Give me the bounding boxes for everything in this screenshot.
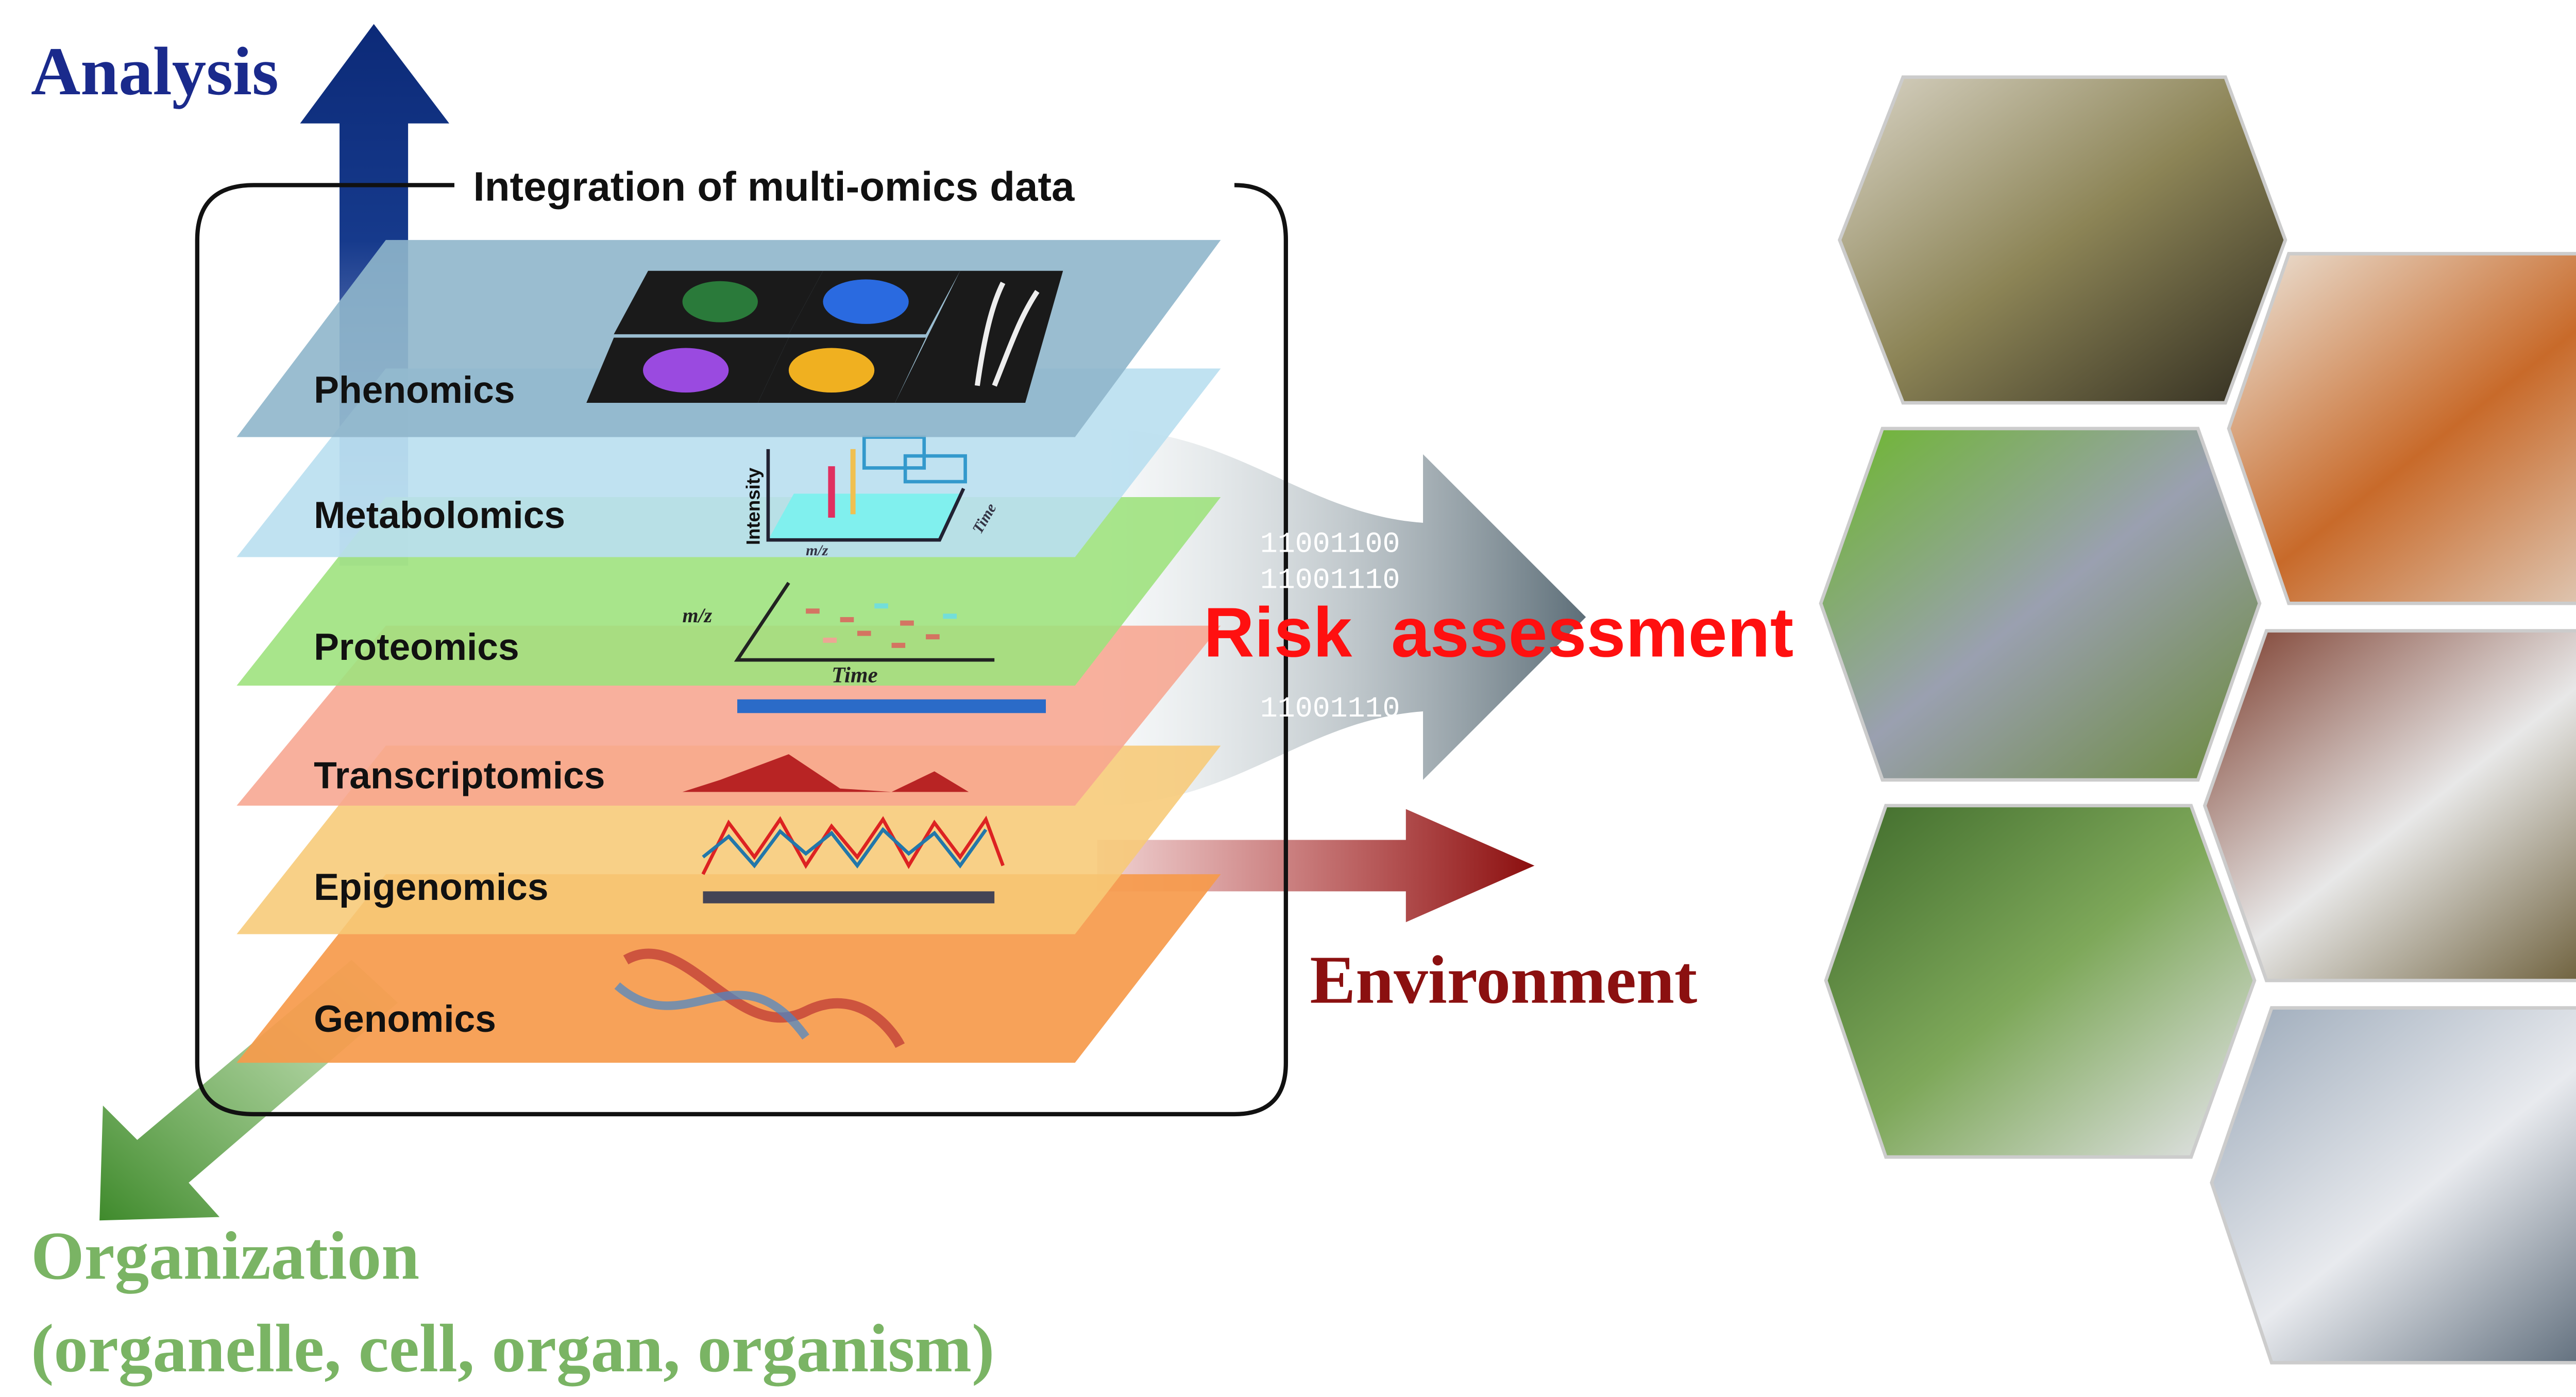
layer-phenomics: Phenomics xyxy=(236,240,1221,437)
gene-model-icon xyxy=(737,699,1046,713)
photo-centipedes xyxy=(2227,252,2576,605)
environment-arrow xyxy=(1097,809,1535,923)
photo-silkworm-larvae-on-moss xyxy=(1819,427,2262,782)
photo-beekeeper xyxy=(2202,629,2576,982)
layer-label: Genomics xyxy=(314,998,496,1040)
coverage-peaks-icon xyxy=(682,754,969,792)
photo-caged-animals xyxy=(2210,1006,2576,1365)
axis-label: m/z xyxy=(683,604,713,627)
binary-data: 11001100 11001110 11001110 xyxy=(1260,527,1400,725)
proteomics-axes xyxy=(734,582,995,662)
layer-label: Metabolomics xyxy=(314,494,565,536)
axis-label: Time xyxy=(832,662,878,687)
photo-lizards xyxy=(1838,75,2287,405)
peptide-scatter xyxy=(806,603,957,648)
layer-label: Proteomics xyxy=(314,626,519,668)
risk-arrow xyxy=(1097,428,1586,806)
binary-line: 11001110 xyxy=(1260,692,1400,725)
binary-line: 11001110 xyxy=(1260,564,1400,597)
panel-title: Integration of multi-omics data xyxy=(473,163,1075,209)
analysis-label: Analysis xyxy=(31,33,279,109)
axis-label: Intensity xyxy=(742,467,764,545)
environment-label: Environment xyxy=(1310,942,1697,1018)
layer-label: Phenomics xyxy=(314,369,515,411)
dna-helix-icon xyxy=(623,948,905,1048)
risk-assessment-label: Risk assessment xyxy=(1204,592,1793,671)
spectrum-plane xyxy=(768,493,960,540)
layer-label: Transcriptomics xyxy=(314,755,605,797)
binary-line: 11001100 xyxy=(1260,527,1400,560)
photo-silkworms-on-leaves xyxy=(1824,804,2257,1159)
layer-label: Epigenomics xyxy=(314,866,548,908)
plant-imaging-icon xyxy=(586,270,1063,403)
organization-detail-label: (organelle, cell, organ, organism) xyxy=(31,1310,994,1386)
panel-frame xyxy=(195,183,1289,1117)
organization-label: Organization xyxy=(31,1217,419,1293)
axis-label: m/z xyxy=(806,542,828,559)
methylation-track-icon xyxy=(701,815,1005,875)
